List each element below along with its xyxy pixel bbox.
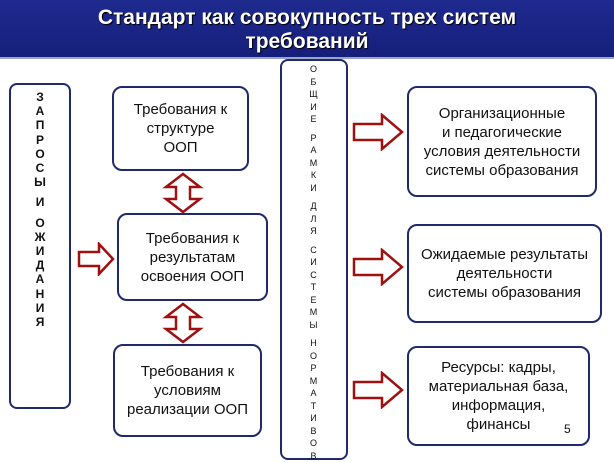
vertical-letter: М (309, 375, 319, 386)
box-text-line: условия деятельности (423, 142, 581, 160)
conditions-requirements-box: Требования к условиям реализации ООП (113, 344, 262, 437)
vertical-letter: Ы (34, 175, 46, 190)
vertical-letter: В (310, 425, 318, 436)
vertical-letter: Я (35, 315, 45, 330)
box-text-line: результатам (149, 248, 236, 266)
vertical-letter: К (310, 170, 318, 180)
vertical-letter: Т (310, 400, 318, 411)
vertical-letter: И (310, 101, 318, 112)
box-text-line: Требования к (140, 363, 235, 380)
box-text-line: освоения ООП (140, 267, 245, 285)
box-text-line: информация, (451, 397, 546, 414)
vertical-letter: О (309, 438, 318, 448)
box-text-line: Организационные (438, 104, 566, 122)
left-to-results-arrow-icon (77, 242, 115, 276)
vertical-letter: С (310, 244, 318, 255)
vertical-letter: Е (310, 114, 318, 124)
vertical-letter: А (310, 145, 318, 155)
vertical-letter: П (35, 118, 45, 133)
box-text-line: условиям (154, 382, 221, 399)
vertical-letter: Щ (309, 89, 319, 99)
vertical-letter: А (35, 104, 45, 119)
resources-box: Ресурсы: кадры, материальная база, информа… (407, 346, 590, 446)
vertical-letter: З (36, 90, 44, 104)
vertical-letter: О (309, 350, 318, 361)
vertical-letter: И (35, 300, 45, 315)
center-to-results-arrow-icon (352, 248, 404, 286)
vertical-letter: Т (310, 282, 318, 292)
title-banner: Стандарт как совокупность трех систем тр… (0, 0, 614, 59)
vertical-letter: Д (310, 201, 318, 211)
vertical-letter: Д (35, 258, 45, 273)
box-text-line: материальная база, (428, 378, 569, 395)
vertical-letter: Ж (34, 229, 46, 244)
box-text-line: Ожидаемые результаты (420, 246, 589, 263)
box-text-line: Требования к (145, 229, 240, 247)
double-vertical-arrow-2-icon (162, 302, 204, 344)
box-text-line: системы образования (425, 161, 579, 179)
vertical-letter: И (35, 244, 45, 259)
vertical-letter: И (310, 413, 318, 423)
title-line-1: Стандарт как совокупность трех систем (97, 6, 517, 29)
vertical-letter: М (309, 157, 319, 168)
vertical-letter: А (310, 388, 318, 398)
vertical-letter: И (35, 195, 45, 210)
box-text-line: деятельности (456, 265, 553, 282)
vertical-letter: О (35, 215, 45, 230)
vertical-letter: В (310, 450, 318, 461)
vertical-letter: Р (35, 132, 44, 147)
vertical-letter: Е (310, 294, 318, 305)
vertical-letter: Р (310, 132, 318, 143)
box-text-line: ООП (163, 139, 198, 156)
vertical-letter: Я (310, 226, 318, 236)
vertical-letter: Б (310, 76, 318, 87)
box-text-line: Требования к (133, 101, 228, 118)
page-number: 5 (564, 422, 571, 436)
expected-results-box: Ожидаемые результаты деятельности системы … (407, 224, 602, 323)
vertical-letter: О (309, 64, 318, 74)
vertical-letter: И (310, 182, 318, 193)
vertical-letter: М (309, 307, 319, 317)
double-vertical-arrow-1-icon (162, 172, 204, 214)
box-text-line: Ресурсы: кадры, (441, 359, 556, 376)
vertical-letter: Ы (309, 319, 319, 330)
vertical-letter: И (310, 257, 318, 267)
box-text-line: реализации ООП (126, 401, 248, 418)
vertical-letter: А (35, 272, 45, 287)
vertical-letter: О (35, 146, 45, 161)
box-text-line: финансы (466, 416, 531, 433)
box-text-line: структуре (146, 120, 215, 137)
box-text-line: и педагогические (441, 123, 563, 141)
vertical-letter: Н (35, 286, 45, 301)
title-line-2: требований (245, 30, 369, 53)
vertical-letter: Л (310, 213, 318, 224)
vertical-letter: С (310, 269, 318, 280)
box-text-line: системы образования (427, 284, 582, 301)
vertical-letter: Р (310, 363, 318, 373)
vertical-letter: С (35, 161, 45, 176)
center-to-resources-arrow-icon (352, 371, 404, 409)
vertical-letter: Н (310, 338, 318, 348)
center-to-organizational-arrow-icon (352, 113, 404, 151)
